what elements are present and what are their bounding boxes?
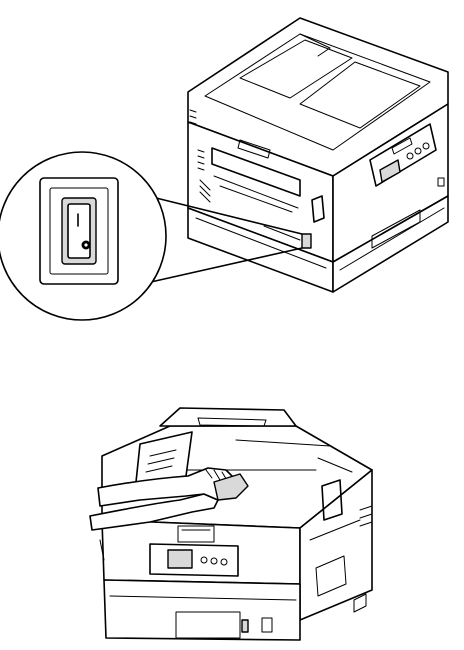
power-switch-illustration: [0, 18, 448, 320]
printer-top-view: [188, 18, 448, 292]
cleaning-illustration: [90, 408, 372, 640]
power-switch-icon: [62, 198, 96, 264]
